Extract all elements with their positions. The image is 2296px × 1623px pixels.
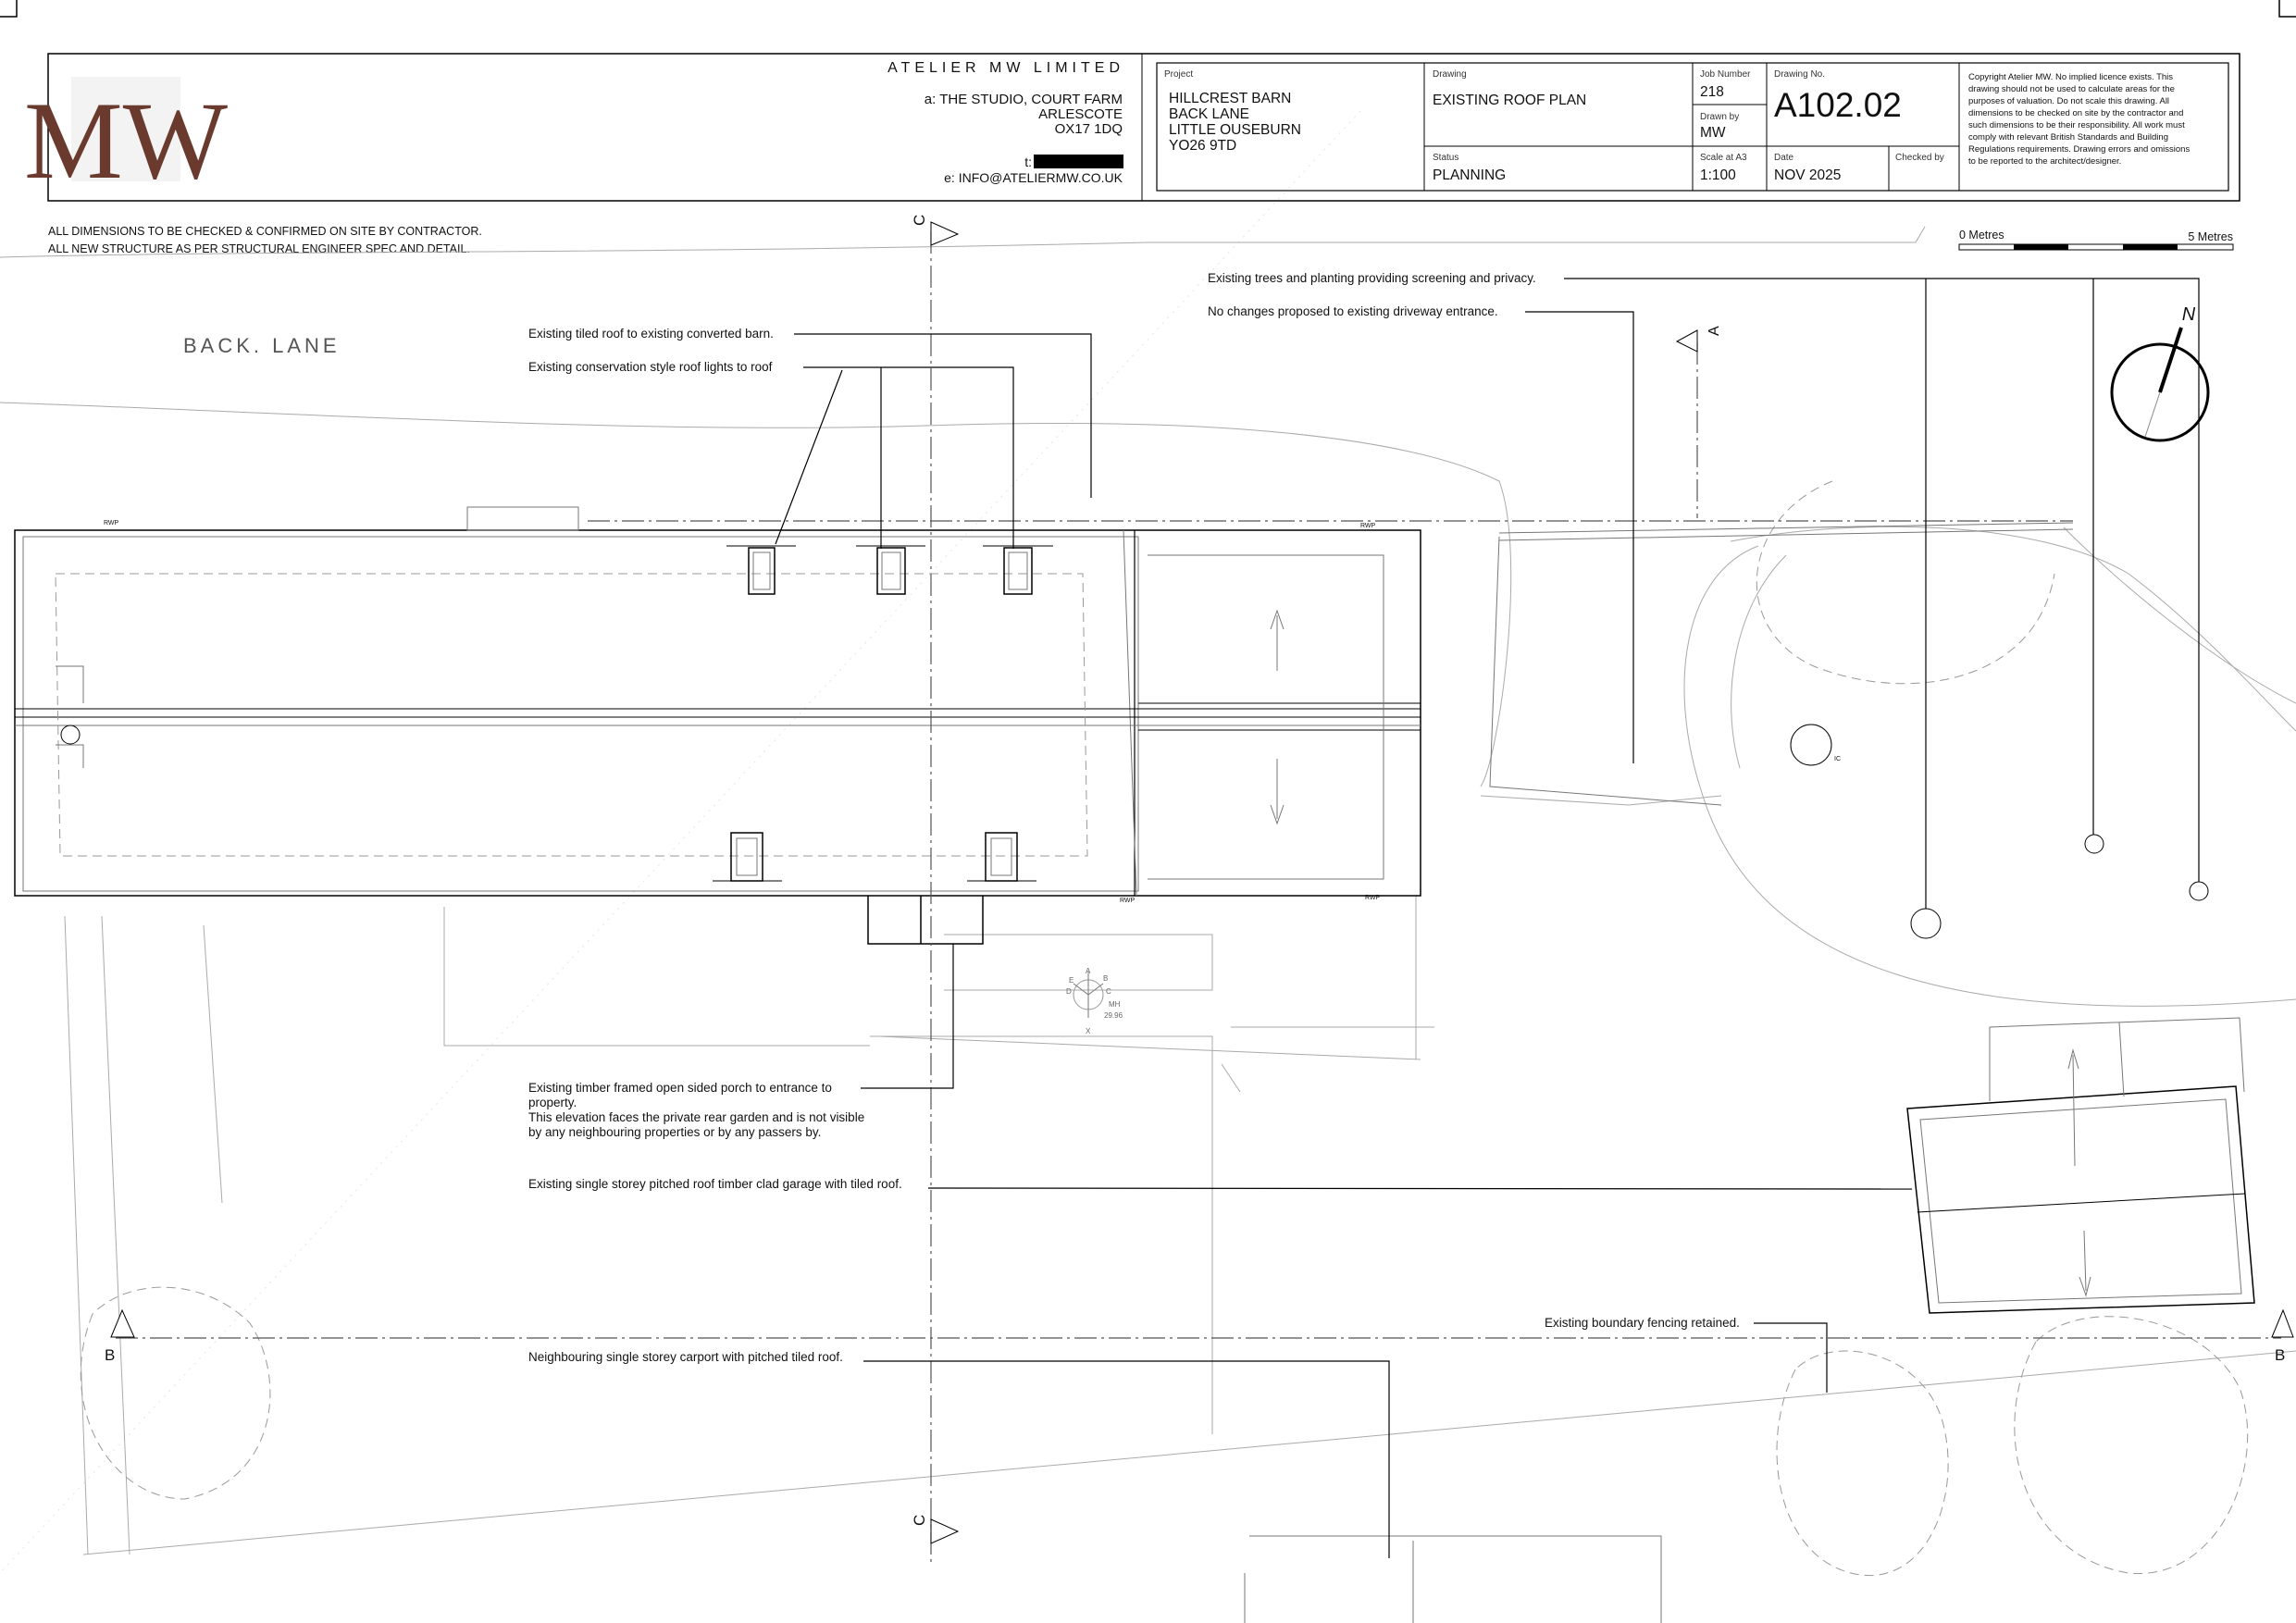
scale-bar-start: 0 Metres (1959, 229, 2004, 242)
address-line-3: OX17 1DQ (1055, 121, 1123, 137)
rwp-label: RWP (1120, 898, 1136, 904)
annotation-porch: property. (528, 1096, 577, 1109)
project-line-1: HILLCREST BARN (1169, 91, 1291, 106)
drawn-by-label: Drawn by (1700, 112, 1739, 122)
crop-marks (0, 0, 2296, 18)
date-value: NOV 2025 (1774, 167, 1841, 183)
drawing-title: EXISTING ROOF PLAN (1433, 93, 1586, 108)
project-line-2: BACK LANE (1169, 106, 1249, 122)
section-c-label: C (911, 1515, 928, 1526)
drawing-no-value: A102.02 (1774, 86, 1902, 124)
rwp-label: RWP (1365, 895, 1381, 901)
barn-roof: RWP RWP RWP RWP (14, 506, 2074, 945)
logo-text: MW (24, 79, 229, 202)
scale-value: 1:100 (1700, 167, 1736, 183)
mh-branch-label: X (1086, 1027, 1091, 1035)
roof-light (748, 547, 776, 595)
address-line-2: ARLESCOTE (1038, 106, 1123, 122)
north-arrow-icon: N (2110, 304, 2210, 442)
drawing-label: Drawing (1433, 69, 1467, 80)
copyright-line: Copyright Atelier MW. No implied licence… (1968, 72, 2173, 82)
tree-icon (2189, 881, 2209, 901)
mh-branch-label: C (1106, 987, 1111, 996)
section-a-label: A (1706, 326, 1722, 336)
annotation-driveway: No changes proposed to existing driveway… (1208, 304, 1498, 318)
date-label: Date (1774, 153, 1794, 163)
roof-light (876, 547, 906, 595)
drawn-by-value: MW (1700, 125, 1726, 141)
annotation-tiled-roof: Existing tiled roof to existing converte… (528, 327, 774, 341)
status-label: Status (1433, 153, 1458, 163)
north-label: N (2182, 304, 2196, 325)
project-label: Project (1164, 69, 1193, 80)
rwp-label: RWP (1360, 523, 1376, 529)
scale-bar-end: 5 Metres (2188, 230, 2233, 243)
roof-light (967, 832, 1036, 882)
drawing-no-label: Drawing No. (1774, 69, 1825, 80)
job-number-value: 218 (1700, 84, 1724, 100)
email-link[interactable]: e: INFO@ATELIERMW.CO.UK (944, 170, 1123, 185)
copyright-line: such dimensions to be their responsibili… (1968, 120, 2185, 130)
title-block: Project HILLCREST BARN BACK LANE LITTLE … (1156, 62, 2229, 192)
annotation-boundary: Existing boundary fencing retained. (1545, 1316, 1740, 1330)
manhole-symbol: A B C D E X MH 29.96 (1066, 967, 1123, 1035)
annotation-porch: This elevation faces the private rear ga… (528, 1110, 864, 1124)
copyright-line: to be reported to the architect/designer… (1968, 156, 2121, 167)
mh-branch-label: B (1103, 974, 1108, 983)
mh-label: MH (1109, 1000, 1121, 1009)
scale-label: Scale at A3 (1700, 153, 1747, 163)
company-logo: MW (24, 77, 229, 202)
site-context: IC (0, 110, 2296, 1623)
annotation-garage: Existing single storey pitched roof timb… (528, 1177, 902, 1191)
company-name: ATELIER MW LIMITED (887, 60, 1124, 76)
project-line-4: YO26 9TD (1169, 138, 1236, 154)
status-value: PLANNING (1433, 167, 1506, 183)
roof-light (713, 832, 782, 882)
mh-branch-label: D (1066, 987, 1072, 996)
section-line-c: C C (911, 215, 960, 1564)
copyright-line: Regulations requirements. Drawing errors… (1968, 144, 2190, 155)
address-line-1: a: THE STUDIO, COURT FARM (925, 92, 1123, 107)
annotation-porch: Existing timber framed open sided porch … (528, 1081, 832, 1095)
checked-by-label: Checked by (1895, 153, 1944, 163)
section-line-a: A (588, 326, 2073, 522)
section-line-b: B B (105, 1308, 2294, 1364)
annotation-trees: Existing trees and planting providing sc… (1208, 271, 1536, 285)
annotation-carport: Neighbouring single storey carport with … (528, 1350, 843, 1364)
phone-label: t: (1024, 155, 1032, 169)
mh-level: 29.96 (1104, 1011, 1123, 1020)
job-number-label: Job Number (1700, 69, 1751, 80)
street-label: BACK. LANE (183, 334, 341, 357)
rwp-label: RWP (104, 520, 119, 527)
annotations: Existing tiled roof to existing converte… (528, 271, 2200, 1558)
mh-branch-label: A (1086, 967, 1091, 975)
tree-label: IC (1834, 756, 1841, 762)
copyright-notice: Copyright Atelier MW. No implied licence… (1968, 72, 2190, 167)
annotation-porch: by any neighbouring properties or by any… (528, 1125, 821, 1139)
copyright-line: drawing should not be used to calculate … (1968, 84, 2175, 94)
garage-roof (1906, 1017, 2255, 1314)
section-b-label: B (105, 1346, 115, 1364)
annotation-roof-lights: Existing conservation style roof lights … (528, 360, 773, 374)
roof-light (1003, 547, 1033, 595)
copyright-line: comply with relevant British Standards a… (1968, 132, 2168, 142)
copyright-line: dimensions to be checked on site by the … (1968, 108, 2183, 118)
tree-icon (2084, 834, 2104, 854)
section-c-label: C (911, 215, 928, 226)
header-block: MW ATELIER MW LIMITED a: THE STUDIO, COU… (24, 53, 2240, 202)
mh-branch-label: E (1069, 976, 1074, 985)
scale-bar: 0 Metres 5 Metres (1958, 229, 2234, 251)
section-b-label: B (2275, 1346, 2285, 1364)
phone-redacted (1034, 155, 1123, 168)
general-note-1: ALL DIMENSIONS TO BE CHECKED & CONFIRMED… (48, 225, 482, 238)
tree-icon (1910, 908, 1942, 939)
copyright-line: purposes of valuation. Do not scale this… (1968, 96, 2169, 106)
project-line-3: LITTLE OUSEBURN (1169, 122, 1301, 138)
